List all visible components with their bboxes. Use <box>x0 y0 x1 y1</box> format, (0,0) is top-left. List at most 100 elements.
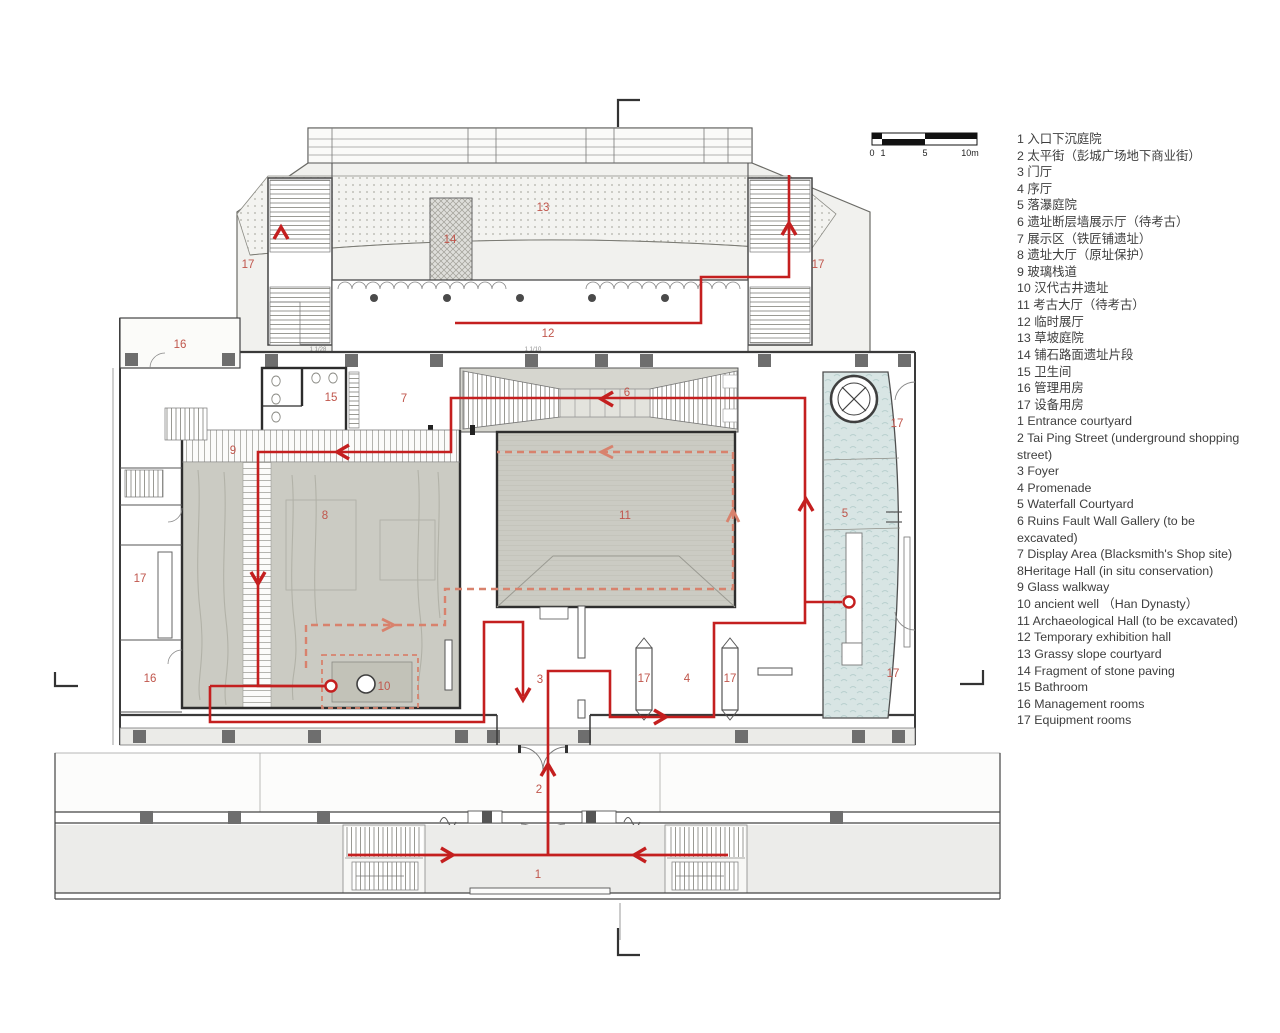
legend-item: 6 Ruins Fault Wall Gallery (to be excava… <box>1017 514 1195 545</box>
room-label-3: 3 <box>537 674 543 686</box>
legend-item: 12 临时展厅 <box>1017 314 1084 329</box>
room-label-7: 7 <box>401 393 407 405</box>
room-label-15: 15 <box>325 392 338 404</box>
top-wing <box>236 127 871 353</box>
legend-item: 10 汉代古井遗址 <box>1017 281 1109 296</box>
route-node <box>842 595 856 609</box>
legend-item: 9 Glass walkway <box>1017 580 1110 595</box>
door-swing <box>519 746 544 771</box>
shaft <box>635 647 653 711</box>
arrow-left <box>333 443 350 461</box>
room-label-14: 14 <box>444 234 457 246</box>
street-stair-left <box>342 824 426 894</box>
legend-item: 13 Grassy slope courtyard <box>1017 646 1162 661</box>
section-markers <box>53 98 985 957</box>
room-label-8: 8 <box>322 510 328 522</box>
legend-item: 1 入口下沉庭院 <box>1017 132 1102 146</box>
legend-item: 17 Equipment rooms <box>1017 713 1132 728</box>
waterfall-courtyard <box>822 371 916 719</box>
escalator-hall <box>459 367 739 433</box>
arrow-up <box>272 223 290 240</box>
scale-bar: 0 1 5 10m <box>869 132 979 158</box>
room-label-5: 5 <box>842 508 848 520</box>
section-marker-bottom <box>616 928 640 957</box>
main-building <box>112 317 916 771</box>
arrow-up <box>797 495 815 512</box>
small-stair <box>269 301 301 346</box>
legend-item: 8Heritage Hall (in situ conservation) <box>1017 563 1214 578</box>
arrow-left <box>597 390 614 408</box>
legend-item: 14 铺石路面遗址片段 <box>1017 347 1134 362</box>
room-labels: 13 14 17 17 12 16 15 7 6 9 8 11 5 17 17 … <box>134 202 904 881</box>
room-label-6: 6 <box>624 387 630 399</box>
legend-item: 11 考古大厅（待考古） <box>1017 298 1145 313</box>
legend-item: 7 展示区（铁匠铺遗址） <box>1017 231 1152 246</box>
room-label-16: 16 <box>144 673 157 685</box>
bathroom <box>260 366 348 434</box>
legend-item: 5 Waterfall Courtyard <box>1017 497 1134 512</box>
room-label-9: 9 <box>230 445 236 457</box>
legend-item: 8 遗址大厅（原址保护） <box>1017 248 1152 263</box>
arrow-left <box>630 846 647 864</box>
management-room-top <box>119 317 241 369</box>
shaft <box>721 647 739 711</box>
legend-item: 5 落瀑庭院 <box>1017 198 1077 213</box>
legend-item: 16 Management rooms <box>1017 696 1145 711</box>
scale-tick-0: 0 <box>869 148 874 158</box>
future-route-dashed <box>304 444 741 709</box>
temporary-exhibition-hall <box>332 279 748 352</box>
arrow-up <box>780 219 798 236</box>
legend-item: 6 遗址断层墙展示厅（待考古） <box>1017 215 1189 230</box>
legend-item: 13 草坡庭院 <box>1017 331 1084 346</box>
legend-item: 10 ancient well （Han Dynasty） <box>1017 597 1199 612</box>
room-label-17: 17 <box>724 673 737 685</box>
section-marker-top <box>616 98 640 127</box>
arrow-left <box>597 444 614 460</box>
stair-tower-right <box>747 177 813 346</box>
plan-annotation: 1 1/10 <box>525 347 542 353</box>
section-marker-right <box>960 670 985 686</box>
legend-item: 3 门厅 <box>1017 165 1053 180</box>
room-label-16: 16 <box>174 339 187 351</box>
ancient-well <box>356 674 376 694</box>
skylight-band <box>307 127 753 164</box>
section-marker-left <box>53 672 78 688</box>
legend-item: 3 Foyer <box>1017 464 1060 479</box>
plan-annotation: 1 1/28 <box>310 347 327 353</box>
scale-tick-5: 5 <box>922 148 927 158</box>
room-label-17: 17 <box>887 668 900 680</box>
room-label-17: 17 <box>638 673 651 685</box>
archaeological-hall <box>495 430 737 620</box>
visitor-route <box>208 175 856 864</box>
legend-item: 17 设备用房 <box>1017 397 1084 412</box>
room-label-17: 17 <box>891 418 904 430</box>
room-label-17: 17 <box>242 259 255 271</box>
legend-item: 2 太平街（彭城广场地下商业街） <box>1017 148 1201 163</box>
legend-item: 4 Promenade <box>1017 480 1092 495</box>
room-label-13: 13 <box>537 202 550 214</box>
room-label-17: 17 <box>812 259 825 271</box>
arrow-up <box>539 760 557 777</box>
legend-item: 2 Tai Ping Street (underground shopping … <box>1017 430 1240 462</box>
legend-item: 16 管理用房 <box>1017 381 1084 396</box>
room-label-17: 17 <box>134 573 147 585</box>
legend-item: 12 Temporary exhibition hall <box>1017 630 1172 645</box>
legend-item: 14 Fragment of stone paving <box>1017 663 1175 678</box>
route-node <box>324 679 338 693</box>
legend-item: 9 玻璃栈道 <box>1017 264 1077 279</box>
room-label-10: 10 <box>378 681 391 693</box>
door-swing <box>542 746 567 771</box>
arrow-right <box>381 617 398 633</box>
arrow-down <box>249 571 267 588</box>
foyer-partitions <box>444 605 793 771</box>
scale-tick-10m: 10m <box>961 148 979 158</box>
room-label-12: 12 <box>542 328 555 340</box>
legend-item: 15 Bathroom <box>1017 680 1088 695</box>
legend-item: 4 序厅 <box>1017 181 1053 196</box>
left-service-rooms <box>120 407 208 713</box>
columns-bottom <box>133 730 905 743</box>
room-label-11: 11 <box>619 510 631 522</box>
arrow-up <box>725 506 741 523</box>
